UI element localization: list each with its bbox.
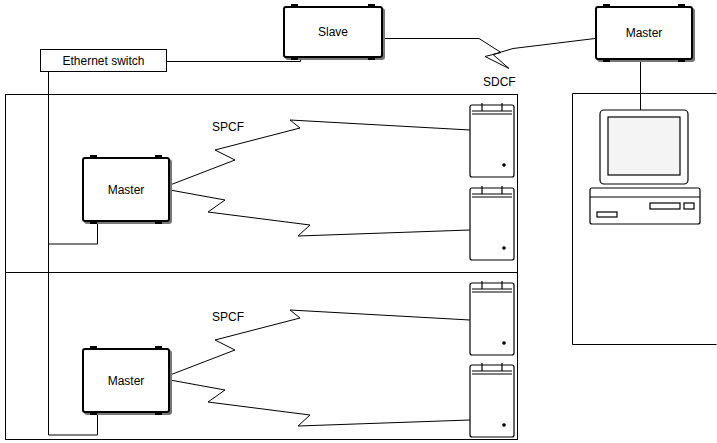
device-box: Master: [82, 157, 170, 222]
link-label: SPCF: [210, 120, 246, 134]
device-foot: [603, 58, 610, 62]
connector: [167, 58, 301, 62]
radio-link: [170, 380, 470, 426]
site-band: [6, 95, 518, 440]
computer: [590, 110, 700, 224]
node-label: Master: [108, 183, 145, 197]
device-foot: [90, 411, 97, 415]
slave-device: [470, 363, 514, 437]
device-foot: [368, 4, 375, 8]
device-foot: [603, 4, 610, 8]
node-label: Master: [626, 26, 663, 40]
slave-device: [470, 103, 514, 177]
link-label: SPCF: [210, 310, 246, 324]
device-box: Master: [82, 348, 170, 413]
device-box: Slave: [283, 6, 383, 58]
device-foot: [291, 56, 298, 60]
slave-device: [470, 281, 514, 355]
device-foot: [90, 155, 97, 159]
link-label: SDCF: [481, 75, 518, 89]
node-label: Ethernet switch: [62, 54, 144, 68]
device-foot: [90, 346, 97, 350]
slave-device: [470, 186, 514, 260]
radio-link: [170, 190, 470, 236]
device-foot: [291, 4, 298, 8]
node-label: Slave: [318, 25, 348, 39]
device-foot: [155, 155, 162, 159]
device-foot: [90, 220, 97, 224]
radio-link: [170, 120, 470, 185]
switch-box: Ethernet switch: [40, 49, 167, 72]
device-foot: [155, 220, 162, 224]
device-box: Master: [595, 6, 693, 60]
device-foot: [368, 56, 375, 60]
device-foot: [678, 58, 685, 62]
device-foot: [155, 346, 162, 350]
radio-link: [170, 310, 470, 375]
device-foot: [678, 4, 685, 8]
control-room: [573, 94, 717, 345]
cable: [640, 60, 641, 110]
connector: [383, 39, 595, 69]
device-foot: [155, 411, 162, 415]
node-label: Master: [108, 374, 145, 388]
band-divider: [6, 272, 518, 273]
